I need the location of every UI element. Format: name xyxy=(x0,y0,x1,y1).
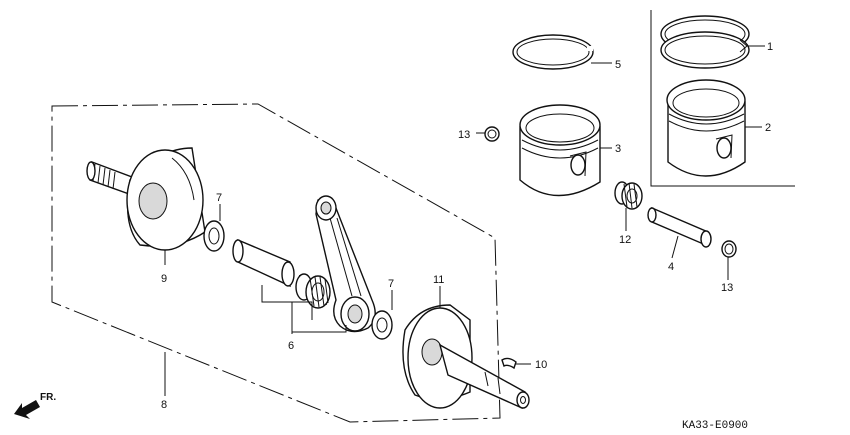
piston xyxy=(519,104,601,197)
callout-8: 8 xyxy=(161,399,167,411)
callout-12: 12 xyxy=(619,234,631,246)
callout-11: 11 xyxy=(433,274,444,286)
needle-bearing-small xyxy=(614,181,643,210)
callout-10: 10 xyxy=(535,359,547,371)
woodruff-key xyxy=(501,357,517,370)
flywheel-right xyxy=(402,304,530,410)
callout-7-right: 7 xyxy=(388,278,394,290)
callout-3: 3 xyxy=(615,143,621,155)
drawing-code: KA33-E0900 xyxy=(682,420,748,432)
callout-7-left: 7 xyxy=(216,192,222,204)
callout-1: 1 xyxy=(767,41,773,53)
piston-ring-set xyxy=(660,15,750,69)
callout-4: 4 xyxy=(668,261,674,273)
callout-9: 9 xyxy=(161,273,167,285)
callout-13-right: 13 xyxy=(721,282,733,294)
callout-5: 5 xyxy=(615,59,621,71)
callout-13-left: 13 xyxy=(458,129,470,141)
washer-right xyxy=(371,310,393,340)
crankshaft-assembly-boundary xyxy=(51,103,501,423)
connecting-rod xyxy=(315,195,376,333)
flywheel-left xyxy=(86,147,206,251)
washer-left xyxy=(203,220,225,252)
direction-label: FR. xyxy=(40,392,56,403)
leader-lines xyxy=(164,39,765,396)
piston-pin xyxy=(647,206,712,248)
piston-ring xyxy=(512,34,594,70)
front-direction-arrow xyxy=(14,400,40,419)
pin-clip-left xyxy=(484,126,500,142)
needle-bearing-large xyxy=(295,273,331,309)
callout-6: 6 xyxy=(288,340,294,352)
pin-clip-right xyxy=(721,240,737,258)
callout-2: 2 xyxy=(765,122,771,134)
crank-pin xyxy=(232,238,295,288)
piston-assembly xyxy=(666,79,746,177)
piston-kit-bracket xyxy=(650,10,795,187)
